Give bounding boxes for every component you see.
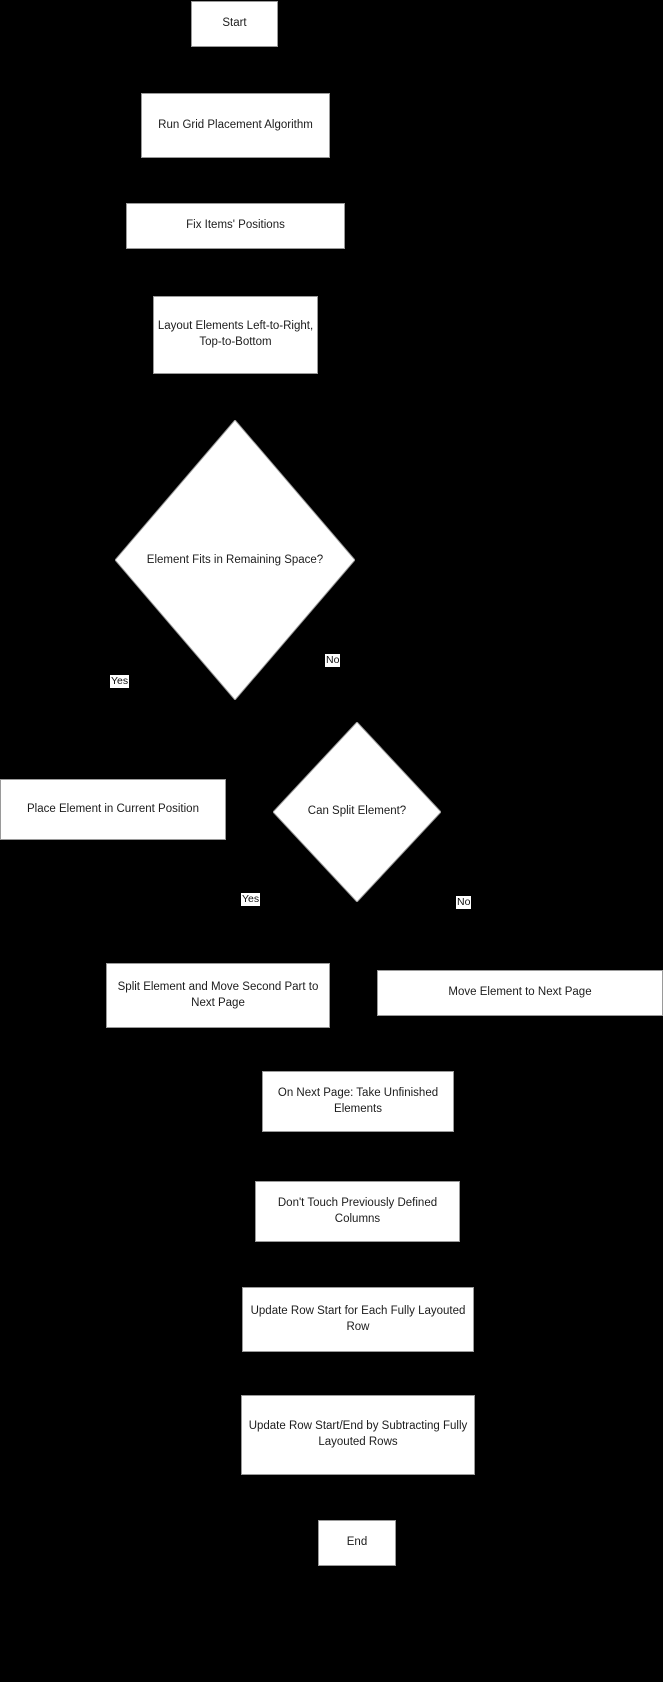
- node-element-fits-in-remaining-space[interactable]: Element Fits in Remaining Space?: [115, 420, 355, 700]
- node-end-label: End: [346, 1536, 368, 1549]
- node-split-element-move-second-part-label: Split Element and Move Second Part to Ne…: [117, 980, 319, 1009]
- node-split-element-move-second-part[interactable]: Split Element and Move Second Part to Ne…: [106, 963, 330, 1028]
- edge-label-fits-no: No: [325, 654, 341, 668]
- node-layout-elements-left-to-right-label: Layout Elements Left-to-Right, Top-to-Bo…: [157, 320, 314, 348]
- diamond-shape: [115, 420, 355, 700]
- node-update-row-start-each-fully-layouted-row[interactable]: Update Row Start for Each Fully Layouted…: [242, 1287, 474, 1352]
- node-update-row-start-each-fully-layouted-row-label: Update Row Start for Each Fully Layouted…: [250, 1304, 466, 1333]
- node-can-split-element[interactable]: Can Split Element?: [273, 722, 441, 902]
- node-on-next-page-take-unfinished-elements-label: On Next Page: Take Unfinished Elements: [277, 1086, 439, 1115]
- node-start[interactable]: Start: [191, 1, 278, 47]
- node-run-grid-placement-algorithm-label: Run Grid Placement Algorithm: [158, 118, 313, 131]
- edge-label-split-yes: Yes: [241, 893, 261, 907]
- node-can-split-element-label: Can Split Element?: [307, 805, 407, 817]
- node-fix-items-positions[interactable]: Fix Items' Positions: [126, 203, 345, 249]
- node-on-next-page-take-unfinished-elements[interactable]: On Next Page: Take Unfinished Elements: [262, 1071, 454, 1132]
- node-update-row-start-end-subtracting[interactable]: Update Row Start/End by Subtracting Full…: [241, 1395, 475, 1475]
- node-dont-touch-previously-defined-columns-label: Don't Touch Previously Defined Columns: [277, 1196, 438, 1225]
- node-layout-elements-left-to-right[interactable]: Layout Elements Left-to-Right, Top-to-Bo…: [153, 296, 318, 374]
- edge-label-split-no: No: [456, 896, 472, 910]
- node-run-grid-placement-algorithm[interactable]: Run Grid Placement Algorithm: [141, 93, 330, 158]
- node-place-element-in-current-position-label: Place Element in Current Position: [27, 802, 199, 815]
- diamond-shape: [273, 722, 441, 902]
- node-element-fits-in-remaining-space-label: Element Fits in Remaining Space?: [146, 554, 324, 566]
- edge-label-fits-yes: Yes: [110, 675, 130, 689]
- node-fix-items-positions-label: Fix Items' Positions: [186, 219, 285, 232]
- node-start-label: Start: [222, 17, 247, 30]
- node-update-row-start-end-subtracting-label: Update Row Start/End by Subtracting Full…: [248, 1420, 468, 1448]
- node-move-element-to-next-page[interactable]: Move Element to Next Page: [377, 970, 663, 1016]
- node-place-element-in-current-position[interactable]: Place Element in Current Position: [0, 779, 226, 840]
- node-end[interactable]: End: [318, 1520, 396, 1566]
- node-dont-touch-previously-defined-columns[interactable]: Don't Touch Previously Defined Columns: [255, 1181, 460, 1242]
- node-move-element-to-next-page-label: Move Element to Next Page: [448, 986, 592, 999]
